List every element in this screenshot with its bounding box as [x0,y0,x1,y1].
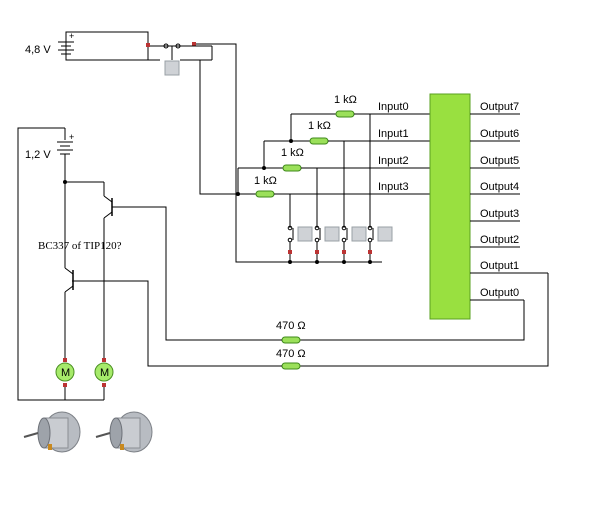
svg-text:+: + [69,31,74,41]
battery-top-label: 4,8 V [25,44,51,56]
motor-label: M [100,367,109,379]
motor-driver-circuit: + 1,2 V BC337 of TIP120? M M [17,127,122,401]
motor-1: M [55,358,75,400]
motor-label: M [61,367,70,379]
push-button-3[interactable] [341,225,367,264]
resistor-1k [335,110,355,118]
resistor-1k [282,164,302,172]
chip-output-label: Output6 [480,128,519,140]
motor-picture-1 [23,411,81,453]
resistor-470 [281,362,301,370]
push-button-4[interactable] [367,225,393,264]
motor-2: M [94,358,114,400]
motor-picture-2 [95,411,153,453]
chip-input-label: Input3 [378,181,409,193]
input-wires: Input0 Input1 Input2 Input3 [290,101,430,195]
svg-text:+: + [69,132,74,142]
chip-output-label: Output1 [480,260,519,272]
resistor-label: 470 Ω [276,320,306,332]
transistor-note: BC337 of TIP120? [38,240,122,252]
resistor-ladder: 1 kΩ 1 kΩ 1 kΩ 1 kΩ [236,94,371,228]
resistor-label: 1 kΩ [281,147,304,159]
resistor-label: 1 kΩ [334,94,357,106]
resistor-1k [255,190,275,198]
resistor-label: 1 kΩ [308,120,331,132]
chip-body [429,93,471,320]
resistor-1k [309,137,329,145]
chip-output-label: Output2 [480,234,519,246]
chip-output-label: Output7 [480,101,519,113]
resistor-470 [281,336,301,344]
chip-output-label: Output0 [480,287,519,299]
push-button-2[interactable] [314,225,340,264]
chip-input-label: Input2 [378,155,409,167]
chip-input-label: Input0 [378,101,409,113]
power-switch-button[interactable] [164,60,180,76]
resistor-label: 1 kΩ [254,175,277,187]
top-battery-circuit: + 4,8 V [25,31,382,263]
push-button-1[interactable] [287,225,313,264]
chip-output-label: Output4 [480,181,519,193]
chip-output-label: Output3 [480,208,519,220]
resistor-label: 470 Ω [276,348,306,360]
push-buttons [287,225,393,264]
chip-input-label: Input1 [378,128,409,140]
chip-output-label: Output5 [480,155,519,167]
logic-chip: Output7 Output6 Output5 Output4 Output3 … [429,93,548,320]
feedback-wires: 470 Ω 470 Ω [72,206,549,370]
battery-left-label: 1,2 V [25,149,51,161]
